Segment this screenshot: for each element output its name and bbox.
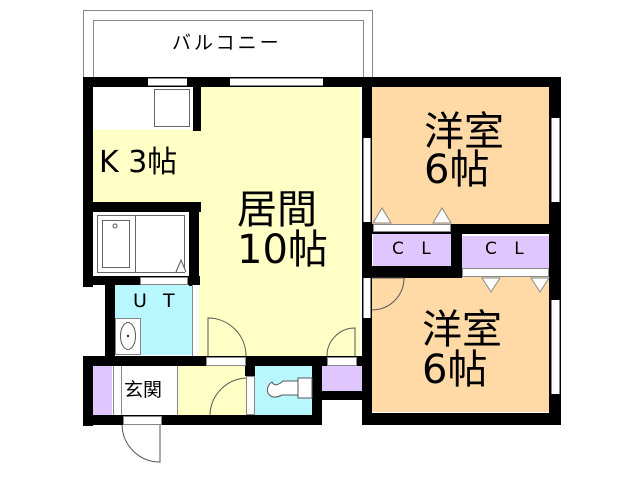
bedroom-top-label-line1: 洋室 [424, 109, 504, 155]
wall-closet-mid [451, 224, 462, 278]
toilet-door-jamb [246, 376, 255, 415]
sink-bowl [120, 322, 136, 350]
entrance-step [113, 366, 122, 415]
balcony [93, 20, 364, 78]
hall-area [177, 366, 247, 415]
living-label-line1: 居間 [237, 187, 317, 233]
wall-left-ut [105, 276, 115, 356]
wall-bath-right [189, 202, 199, 286]
bedroom-bottom [372, 277, 549, 412]
wall-center-vertical [362, 77, 372, 425]
opening-living-bedroom [363, 138, 371, 222]
fridge-space [154, 89, 190, 127]
closet-left [373, 232, 451, 266]
wall-kitchen-bath [83, 202, 201, 212]
kitchen-area [93, 130, 199, 202]
wall-bottom-right [362, 413, 561, 425]
bedroom-bottom-label-line2: 6帖 [422, 347, 488, 393]
wall-left-upper [83, 77, 93, 287]
entrance-line [177, 366, 178, 415]
door-bath [140, 277, 188, 285]
door-living-hall [206, 357, 246, 366]
bedroom-bottom-label-line1: 洋室 [422, 307, 502, 353]
closet-right-label: C L [485, 239, 530, 259]
closet-right [462, 236, 549, 268]
bath-divider [135, 215, 136, 273]
storage-left [93, 366, 112, 415]
wall-closet-bottom [372, 266, 462, 278]
storage-hall [322, 366, 362, 391]
window-kitchen [148, 78, 187, 86]
wall-toilet-left [245, 366, 255, 376]
living-room [199, 86, 360, 356]
living-label-line2: 10帖 [237, 227, 328, 273]
closet-left-label: C L [392, 239, 437, 259]
kitchen-label: K 3帖 [99, 145, 178, 180]
ut-partition [192, 285, 199, 356]
bathtub-inner [102, 220, 130, 268]
balcony-outer [83, 10, 373, 78]
entrance-area [113, 366, 177, 415]
closet-right-door [462, 268, 549, 277]
balcony-label: バルコニー [172, 32, 282, 54]
opening-living-bedroom2 [363, 278, 371, 318]
wall-storage-bottom [312, 391, 362, 400]
bathtub [97, 215, 185, 273]
wall-bottom-mid [160, 415, 322, 425]
utility-label: U T [133, 290, 180, 312]
closet-left-door [373, 224, 451, 232]
door-entrance[interactable] [123, 416, 162, 425]
window-living [230, 78, 323, 86]
wall-left-lower [83, 356, 93, 426]
bedroom-top-label-line2: 6帖 [424, 147, 490, 193]
wall-kitchen-right [193, 77, 201, 131]
window-bedroom-bottom [551, 300, 560, 394]
window-bedroom-top [551, 118, 560, 202]
entrance-label: 玄関 [124, 379, 163, 401]
door-living-storage [327, 357, 357, 366]
bedroom-top [372, 86, 549, 226]
